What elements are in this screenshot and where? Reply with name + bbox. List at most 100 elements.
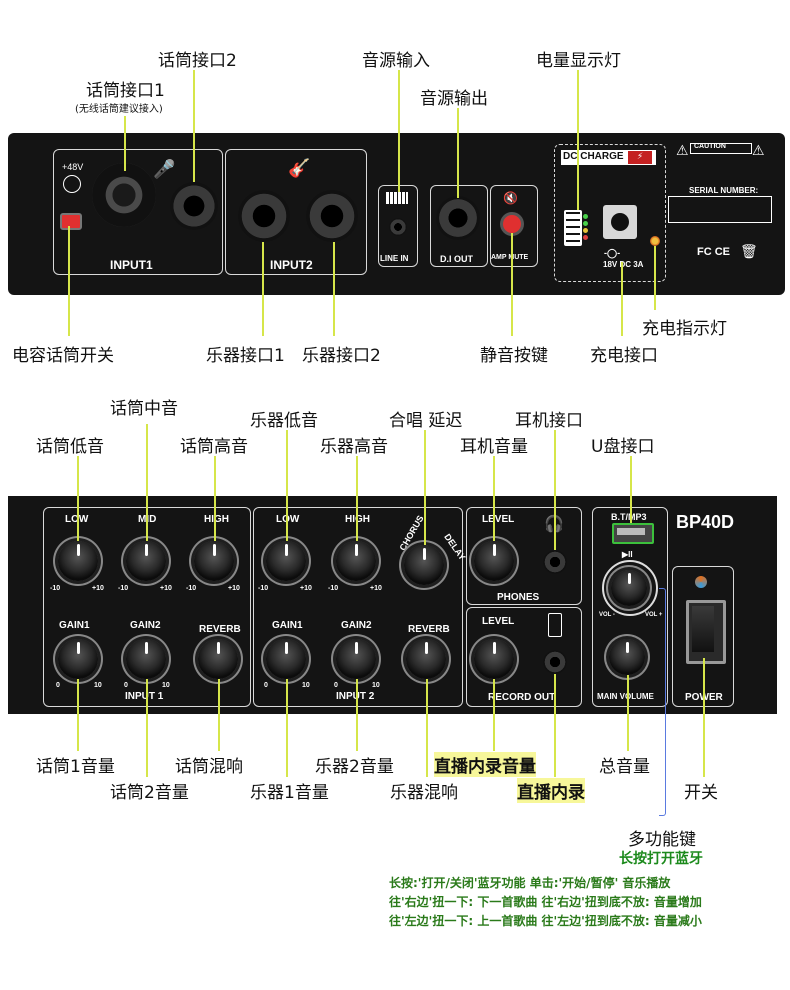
multifunction-ring [602,560,658,616]
play-pause-icon: ▶II [622,550,633,559]
line-mic-jack-1 [124,116,126,171]
line-inst-low [286,430,288,541]
line-inst-high [356,456,358,541]
mic-low-label: LOW [65,514,88,525]
mic-low-knob[interactable] [58,541,98,581]
warning-icon-left: ⚠ [676,142,689,158]
label-instrument-jack-1: 乐器接口1 [206,346,285,366]
bt-mp3-label: B.T/MP3 [611,512,647,522]
record-level-label: LEVEL [482,616,515,627]
battery-icon [564,210,582,246]
label-inst-low: 乐器低音 [250,411,318,431]
led-red [583,235,588,240]
phantom-switch[interactable] [60,213,82,230]
instrument-jack-2[interactable] [306,190,358,242]
line-headphone-jack [554,430,556,550]
line-condenser [68,226,70,336]
model-label: BP40D [676,512,735,532]
power-switch-rocker [692,606,714,652]
label-master-vol: 总音量 [599,757,650,777]
amp-mute-group [490,185,538,267]
back-input1-label: INPUT1 [110,258,153,272]
label-headphone-jack: 耳机接口 [515,411,583,431]
line-mute [511,233,513,336]
label-multi-key: 多功能键 [628,830,696,850]
label-inst-high: 乐器高音 [320,437,388,457]
dc-charge-label: DC CHARGE [563,151,624,162]
mic-mid-knob[interactable] [126,541,166,581]
inst-low-knob[interactable] [266,541,306,581]
label-inst1-vol: 乐器1音量 [250,783,329,803]
mic-gain1-label: GAIN1 [59,620,90,631]
scale-min: -10 [118,585,129,592]
inst-reverb-knob[interactable] [406,639,446,679]
back-phantom-label: +48V [62,162,84,172]
line-inst-2 [333,242,335,336]
gain-min: 0 [334,682,338,689]
line-live-rec [554,674,556,777]
speaker-mute-icon: 🔇 [503,191,518,205]
inst-gain1-label: GAIN1 [272,620,303,631]
mic-gain1-knob[interactable] [58,639,98,679]
gain-min: 0 [264,682,268,689]
inst-gain2-knob[interactable] [336,639,376,679]
label-power-switch: 开关 [684,783,718,803]
label-inst2-vol: 乐器2音量 [315,757,394,777]
note-line-1: 长按:'打开/关闭'蓝牙功能 单击:'开始/暂停' 音乐播放 [389,876,671,890]
label-live-rec-vol: 直播内录音量 [434,752,536,777]
label-mute-button: 静音按键 [480,346,548,366]
record-out-jack[interactable] [543,650,567,674]
label-mic-reverb: 话筒混响 [175,757,243,777]
label-charge-port: 充电接口 [590,346,658,366]
usb-port-inner [617,528,645,535]
di-out-label: D.I OUT [440,254,473,264]
mic-gain2-label: GAIN2 [130,620,161,631]
label-instrument-jack-2: 乐器接口2 [302,346,381,366]
line-live-rec-vol [493,679,495,751]
label-live-rec: 直播内录 [517,778,585,803]
instrument-jack-1[interactable] [238,190,290,242]
gain-max: 10 [162,682,170,689]
label-mic-jack-2: 话筒接口2 [158,51,237,71]
mic-jack-2[interactable] [170,182,218,230]
back-input2-label: INPUT2 [270,258,313,272]
scale-max: +10 [300,585,312,592]
caution-label: CAUTION [694,143,726,150]
inst-high-knob[interactable] [336,541,376,581]
mic-reverb-label: REVERB [199,624,241,635]
record-level-knob[interactable] [474,639,514,679]
front-input2-label: INPUT 2 [336,691,375,702]
scale-max: +10 [228,585,240,592]
label-mic-jack-1-note: (无线话筒建议接入) [75,104,163,115]
back-input1-group [53,149,223,275]
phones-level-knob[interactable] [474,541,514,581]
main-volume-knob[interactable] [609,639,645,675]
vol-plus-label: VOL + [645,612,663,618]
inst-gain1-knob[interactable] [266,639,306,679]
scale-min: -10 [50,585,61,592]
note-line-3: 往'左边'扭一下: 上一首歌曲 往'左边'扭到底不放: 音量减小 [389,914,702,928]
scale-max: +10 [160,585,172,592]
line-usb [630,456,632,523]
line-chorus-delay [424,430,426,545]
label-mic-jack-1: 话筒接口1 [86,81,165,101]
di-out-jack[interactable] [436,196,480,240]
mic-gain2-knob[interactable] [126,639,166,679]
line-in-jack[interactable] [389,218,407,236]
led-yellow [583,228,588,233]
label-mic-high: 话筒高音 [180,437,248,457]
gain-min: 0 [56,682,60,689]
line-headphone-vol [493,456,495,541]
caution-box [690,143,752,154]
combo-jack-1[interactable] [92,163,156,227]
chorus-delay-knob[interactable] [404,545,444,585]
mic-high-knob[interactable] [194,541,234,581]
line-charge-port [621,262,623,336]
headphone-jack[interactable] [543,550,567,574]
phones-label: PHONES [497,592,540,603]
line-inst2-vol [356,679,358,751]
mic-reverb-knob[interactable] [198,639,238,679]
mute-button[interactable] [503,215,521,233]
dc-spec-label: 18V DC 3A [603,260,644,269]
line-inst1-vol [286,679,288,777]
